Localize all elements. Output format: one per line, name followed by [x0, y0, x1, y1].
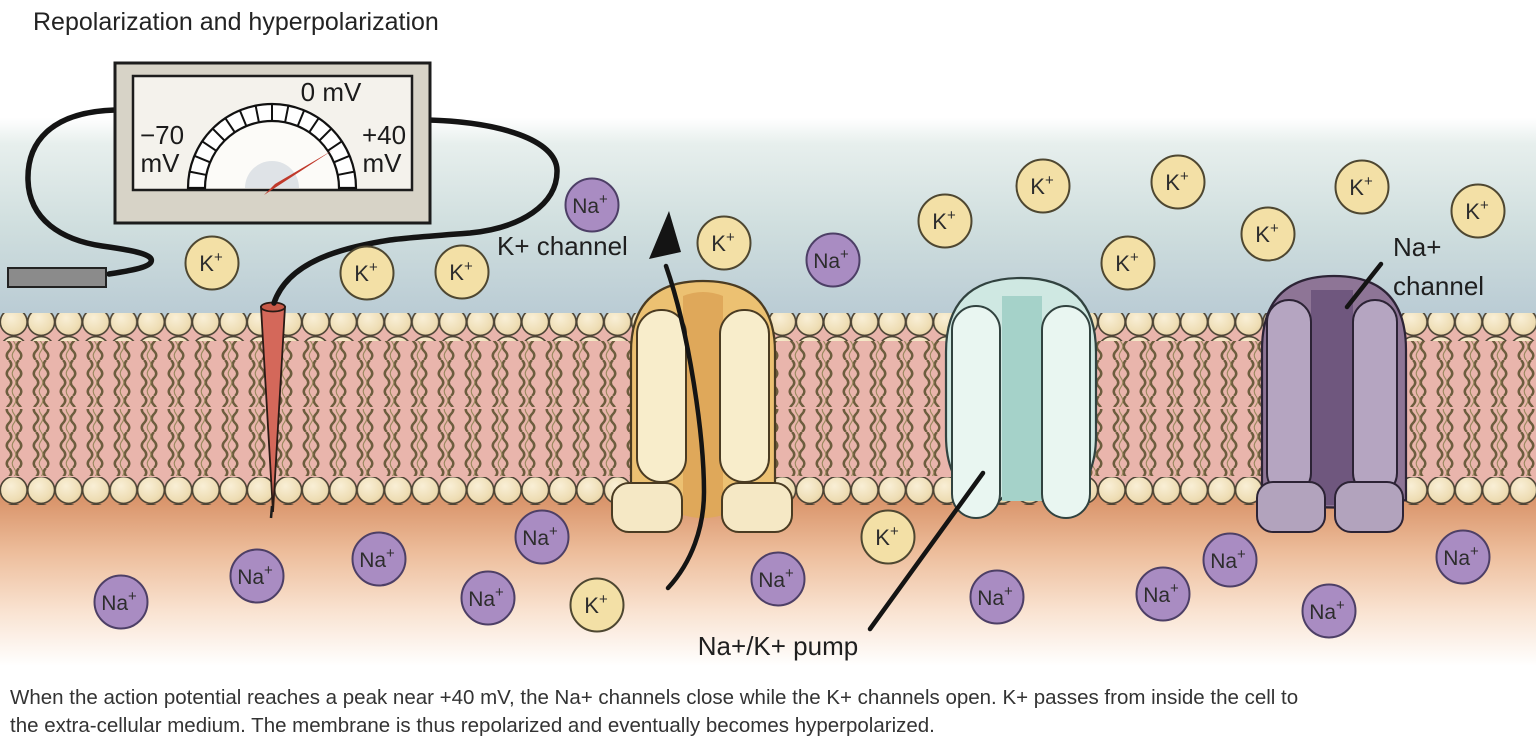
- ion-k: K+: [434, 244, 490, 300]
- k-channel-label: K+ channel: [497, 231, 628, 261]
- na-channel-label-pointer: [1344, 261, 1384, 310]
- svg-text:Na+: Na+: [468, 584, 504, 611]
- wire-right: [271, 117, 560, 306]
- reference-electrode: [7, 267, 107, 288]
- ion-na: Na+: [1301, 583, 1357, 639]
- ion-na: Na+: [1202, 532, 1258, 588]
- svg-text:K+: K+: [1349, 173, 1373, 200]
- ion-k: K+: [184, 235, 240, 291]
- gauge-max-unit: mV: [363, 148, 403, 178]
- ion-k: K+: [1450, 183, 1506, 239]
- ion-na: Na+: [514, 509, 570, 565]
- ion-na: Na+: [93, 574, 149, 630]
- svg-text:K+: K+: [1465, 197, 1489, 224]
- ion-na: Na+: [351, 531, 407, 587]
- na-channel-label-line1: Na+: [1393, 232, 1441, 262]
- na-channel: [1256, 274, 1408, 533]
- ion-k: K+: [1334, 159, 1390, 215]
- ion-na: Na+: [1435, 529, 1491, 585]
- svg-text:Na+: Na+: [1443, 543, 1479, 570]
- wire-left: [25, 107, 154, 277]
- svg-text:Na+: Na+: [758, 565, 794, 592]
- svg-text:Na+: Na+: [977, 583, 1013, 610]
- caption: When the action potential reaches a peak…: [10, 684, 1532, 739]
- caption-line-1: When the action potential reaches a peak…: [10, 686, 1299, 709]
- svg-text:Na+: Na+: [1143, 580, 1179, 607]
- svg-text:K+: K+: [199, 249, 223, 276]
- svg-text:Na+: Na+: [237, 562, 273, 589]
- svg-text:Na+: Na+: [1210, 546, 1246, 573]
- svg-text:K+: K+: [584, 591, 608, 618]
- svg-text:K+: K+: [1255, 220, 1279, 247]
- gauge-min-unit: mV: [141, 148, 181, 178]
- ions-layer: K+ K+ K+ Na+ K+ Na+ K+ K+ K+ K+ K+ K+ K+ Na+ Na+ Na+ Na+…: [93, 154, 1506, 639]
- gauge-min-value: −70: [140, 120, 184, 150]
- ion-k: K+: [1015, 158, 1071, 214]
- pump-label-pointer: [867, 470, 986, 632]
- na-k-pump: [944, 276, 1098, 519]
- svg-text:Na+: Na+: [522, 523, 558, 550]
- svg-text:Na+: Na+: [572, 191, 608, 218]
- ion-na: Na+: [564, 177, 620, 233]
- ion-na: Na+: [969, 569, 1025, 625]
- svg-text:Na+: Na+: [359, 545, 395, 572]
- ion-na: Na+: [460, 570, 516, 626]
- svg-text:Na+: Na+: [813, 246, 849, 273]
- svg-text:K+: K+: [711, 229, 735, 256]
- gauge-ticks: [188, 104, 356, 189]
- gauge-hub: [245, 161, 299, 188]
- ion-na: Na+: [229, 548, 285, 604]
- svg-text:K+: K+: [1030, 172, 1054, 199]
- ion-na: Na+: [1135, 566, 1191, 622]
- ion-k: K+: [1240, 206, 1296, 262]
- k-channel: [611, 279, 793, 533]
- ion-k: K+: [917, 193, 973, 249]
- ion-k: K+: [569, 577, 625, 633]
- gauge-face: [205, 121, 339, 188]
- diagram-canvas: 0 mV −70 mV +40 mV K+K+K+Na+K+Na+K+K+K+K…: [0, 0, 1536, 666]
- page-title: Repolarization and hyperpolarization: [33, 8, 439, 36]
- ion-k: K+: [696, 215, 752, 271]
- svg-text:K+: K+: [1165, 168, 1189, 195]
- voltmeter: 0 mV −70 mV +40 mV: [113, 61, 432, 225]
- ion-k: K+: [1150, 154, 1206, 210]
- svg-text:Na+: Na+: [1309, 597, 1345, 624]
- ion-k: K+: [860, 509, 916, 565]
- svg-text:K+: K+: [932, 207, 956, 234]
- svg-text:K+: K+: [875, 523, 899, 550]
- ion-k: K+: [1100, 235, 1156, 291]
- recording-electrode: [260, 301, 286, 519]
- pump-label: Na+/K+ pump: [698, 631, 858, 661]
- gauge-zero-label: 0 mV: [301, 77, 362, 107]
- ion-na: Na+: [805, 232, 861, 288]
- svg-text:Na+: Na+: [101, 588, 137, 615]
- ion-k: K+: [339, 245, 395, 301]
- svg-text:K+: K+: [449, 258, 473, 285]
- svg-text:K+: K+: [354, 259, 378, 286]
- na-channel-label-line2: channel: [1393, 271, 1484, 301]
- gauge-needle: [264, 150, 333, 195]
- k-flow-arrow: [649, 211, 707, 591]
- caption-line-2: the extra-cellular medium. The membrane …: [10, 713, 935, 737]
- ion-na: Na+: [750, 551, 806, 607]
- svg-text:K+: K+: [1115, 249, 1139, 276]
- gauge-max-value: +40: [362, 120, 406, 150]
